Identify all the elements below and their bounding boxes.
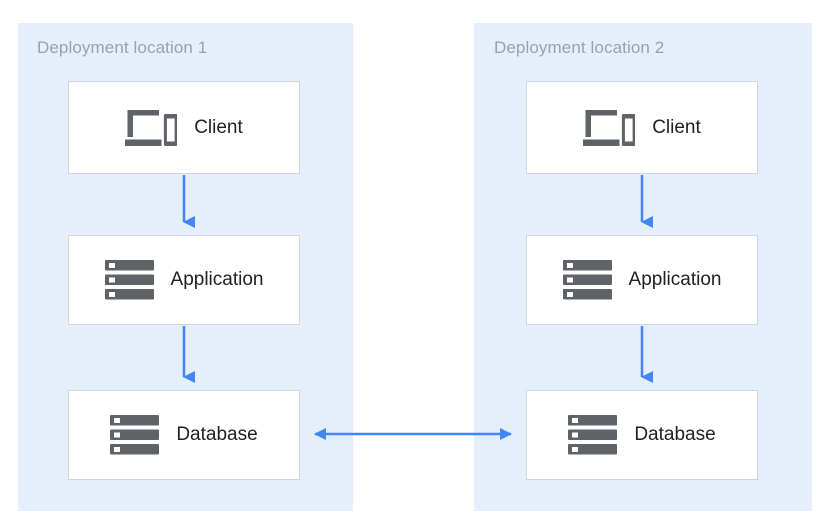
node-label-client-2: Client <box>652 116 701 138</box>
devices-icon <box>583 109 636 146</box>
node-label-application-2: Application <box>628 269 722 290</box>
node-label-database-1: Database <box>176 424 258 445</box>
server-stack-icon <box>104 260 154 300</box>
node-application-1[interactable]: Application <box>68 235 300 325</box>
node-label-client-1: Client <box>194 116 243 138</box>
server-stack-icon <box>110 415 160 455</box>
node-application-2[interactable]: Application <box>526 235 758 325</box>
deployment-location-2-title: Deployment location 2 <box>494 38 665 57</box>
node-database-2[interactable]: Database <box>526 390 758 480</box>
server-stack-icon <box>562 260 612 300</box>
node-label-application-1: Application <box>170 269 264 290</box>
node-database-1[interactable]: Database <box>68 390 300 480</box>
deployment-location-1-title: Deployment location 1 <box>37 38 208 57</box>
node-client-1[interactable]: Client <box>68 81 300 174</box>
devices-icon <box>125 109 178 146</box>
node-client-2[interactable]: Client <box>526 81 758 174</box>
server-stack-icon <box>568 415 618 455</box>
node-label-database-2: Database <box>634 424 716 445</box>
